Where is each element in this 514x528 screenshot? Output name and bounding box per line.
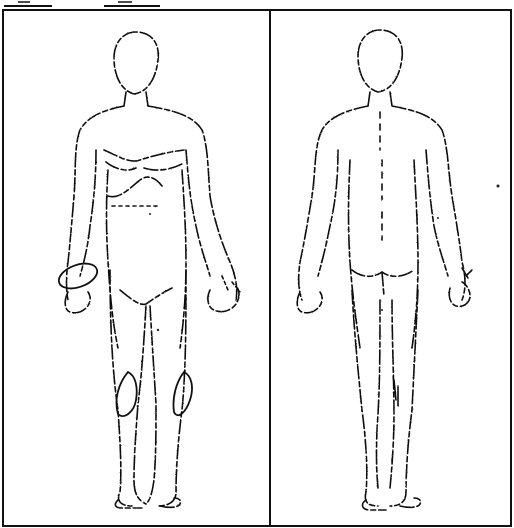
front-chest-line	[104, 150, 184, 161]
front-right-leg-outline	[158, 270, 186, 506]
back-body-figure	[297, 30, 472, 510]
back-head-outline	[358, 30, 402, 92]
front-abdomen-line	[108, 177, 162, 197]
front-left-arm-outline	[67, 106, 125, 300]
scan-specks	[149, 185, 500, 332]
header-underline	[4, 2, 160, 6]
front-left-hand	[65, 292, 90, 313]
back-left-arm-outline	[299, 106, 368, 300]
front-left-leg-outline	[110, 270, 132, 506]
marked-area-right-lower-leg	[116, 372, 136, 416]
back-spine-line	[380, 112, 382, 240]
front-marked-areas	[55, 259, 192, 416]
back-right-leg-outline	[390, 290, 418, 506]
diagram-frame	[3, 10, 511, 526]
front-right-hand	[208, 286, 239, 312]
front-body-figure	[65, 32, 240, 508]
front-head-outline	[114, 32, 158, 94]
marked-area-right-hand	[55, 259, 100, 293]
back-right-hand	[449, 282, 470, 306]
back-right-arm-outline	[392, 106, 465, 300]
